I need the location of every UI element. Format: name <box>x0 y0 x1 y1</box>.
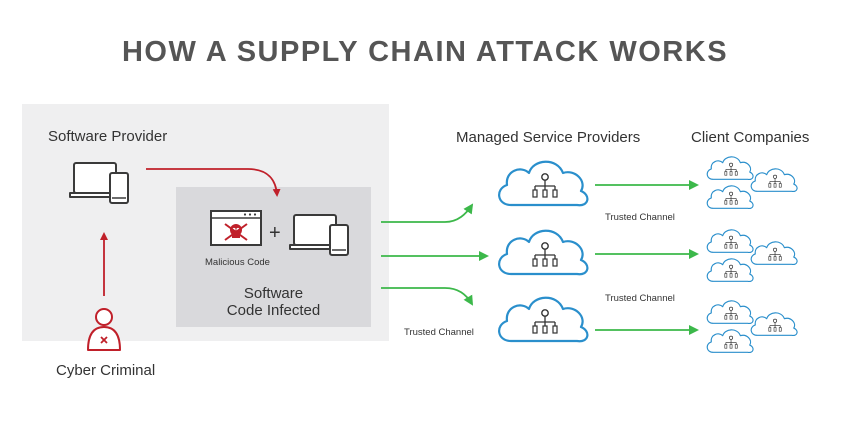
plus-sign: + <box>269 222 281 244</box>
infected-code-panel <box>176 187 371 327</box>
client-cloud-icon <box>706 156 754 181</box>
client-cloud-icon <box>750 241 798 266</box>
client-cluster-2 <box>706 229 798 283</box>
malware-window-icon <box>210 210 262 246</box>
client-cloud-icon <box>706 185 754 210</box>
red-arrow-provider-to-infected <box>146 168 281 197</box>
client-cloud-icon <box>706 329 754 354</box>
msp-cloud-icon-3 <box>498 296 589 343</box>
trusted-channel-label-2: Trusted Channel <box>605 293 675 304</box>
client-cloud-icon <box>750 168 798 193</box>
green-arrow-to-msp-3 <box>381 287 474 306</box>
infected-label-line1: Software <box>243 285 304 302</box>
client-cloud-icon <box>706 300 754 325</box>
software-provider-label: Software Provider <box>48 128 168 145</box>
msp-cloud-icon-2 <box>498 229 589 276</box>
cyber-criminal-label: Cyber Criminal <box>56 362 156 379</box>
msp-cloud-icon-1 <box>498 160 589 207</box>
trusted-channel-label-1: Trusted Channel <box>605 212 675 223</box>
client-cluster-3 <box>706 300 798 354</box>
infected-label-line2: Code Infected <box>226 302 321 319</box>
msp-heading: Managed Service Providers <box>456 129 641 146</box>
malicious-code-label: Malicious Code <box>205 257 270 268</box>
green-arrow-to-msp-1 <box>381 203 474 223</box>
trusted-channel-label-3: Trusted Channel <box>404 327 474 338</box>
client-companies-heading: Client Companies <box>691 129 810 146</box>
client-cloud-icon <box>706 258 754 283</box>
client-cloud-icon <box>750 312 798 337</box>
client-cloud-icon <box>706 229 754 254</box>
client-cluster-1 <box>706 156 798 210</box>
page-title: HOW A SUPPLY CHAIN ATTACK WORKS <box>121 36 729 68</box>
cyber-criminal-icon <box>87 308 121 351</box>
